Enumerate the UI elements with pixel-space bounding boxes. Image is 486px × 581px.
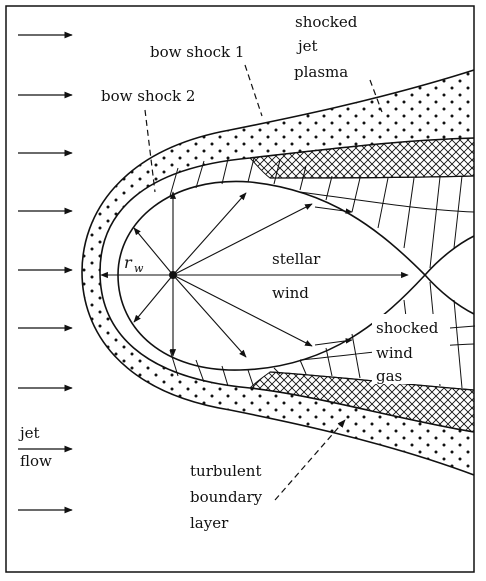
shocked-wind-gas-leader xyxy=(449,325,476,329)
stellar-wind-radial-arrows xyxy=(133,191,409,358)
stellar-label: stellar xyxy=(272,250,321,268)
turbulent-boundary-layer-line-2: boundary xyxy=(190,488,263,506)
shocked-jet-plasma-line-2: jet xyxy=(296,37,318,55)
shocked-jet-plasma-line-1: shocked xyxy=(295,13,358,31)
diagram-frame xyxy=(5,5,475,573)
turbulent-boundary-layer-line-3: layer xyxy=(190,514,229,532)
stellar-wind-bubble xyxy=(117,180,475,371)
rw-subscript: w xyxy=(134,262,144,275)
wind-streamline-upper xyxy=(299,191,475,213)
shocked-wind-tail-lower xyxy=(424,274,475,315)
bow-shock-1-curve xyxy=(81,69,475,476)
shocked-wind-outer-boundary-upper xyxy=(269,175,475,179)
turbulent-boundary-layer-label: turbulent boundary layer xyxy=(190,462,263,532)
shocked-jet-plasma-label: shocked jet plasma xyxy=(294,13,358,81)
shocked-wind-hatching-upper xyxy=(169,157,463,269)
shocked-jet-plasma-leader xyxy=(369,79,383,113)
wind-label: wind xyxy=(272,284,309,302)
shocked-wind-arrow-lower xyxy=(314,338,353,346)
jet-flow-arrows xyxy=(18,31,73,514)
jet-flow-label: jet flow xyxy=(18,424,52,470)
bow-shock-1-leader xyxy=(244,64,263,117)
shocked-jet-plasma-line-3: plasma xyxy=(294,63,348,81)
star-marker xyxy=(169,271,177,279)
shocked-wind-gas-label: shocked wind gas xyxy=(372,314,450,385)
rw-label: r xyxy=(124,253,133,272)
shocked-wind-gas-line-3: gas xyxy=(376,367,402,385)
turbulent-boundary-layer-line-1: turbulent xyxy=(190,462,261,480)
jet-flow-line-2: flow xyxy=(20,452,52,470)
shocked-wind-outer-boundary-lower xyxy=(269,371,475,391)
shocked-wind-arrow-upper xyxy=(314,206,353,214)
jet-flow-line-1: jet xyxy=(18,424,40,442)
bow-shock-1-label: bow shock 1 xyxy=(150,43,244,61)
bow-shock-2-label: bow shock 2 xyxy=(101,87,195,105)
shocked-wind-gas-line-1: shocked xyxy=(376,319,439,337)
shocked-wind-gas-line-2: wind xyxy=(376,344,413,362)
bow-shock-2-leader xyxy=(144,109,156,193)
boundary-layer-leader xyxy=(274,419,346,501)
